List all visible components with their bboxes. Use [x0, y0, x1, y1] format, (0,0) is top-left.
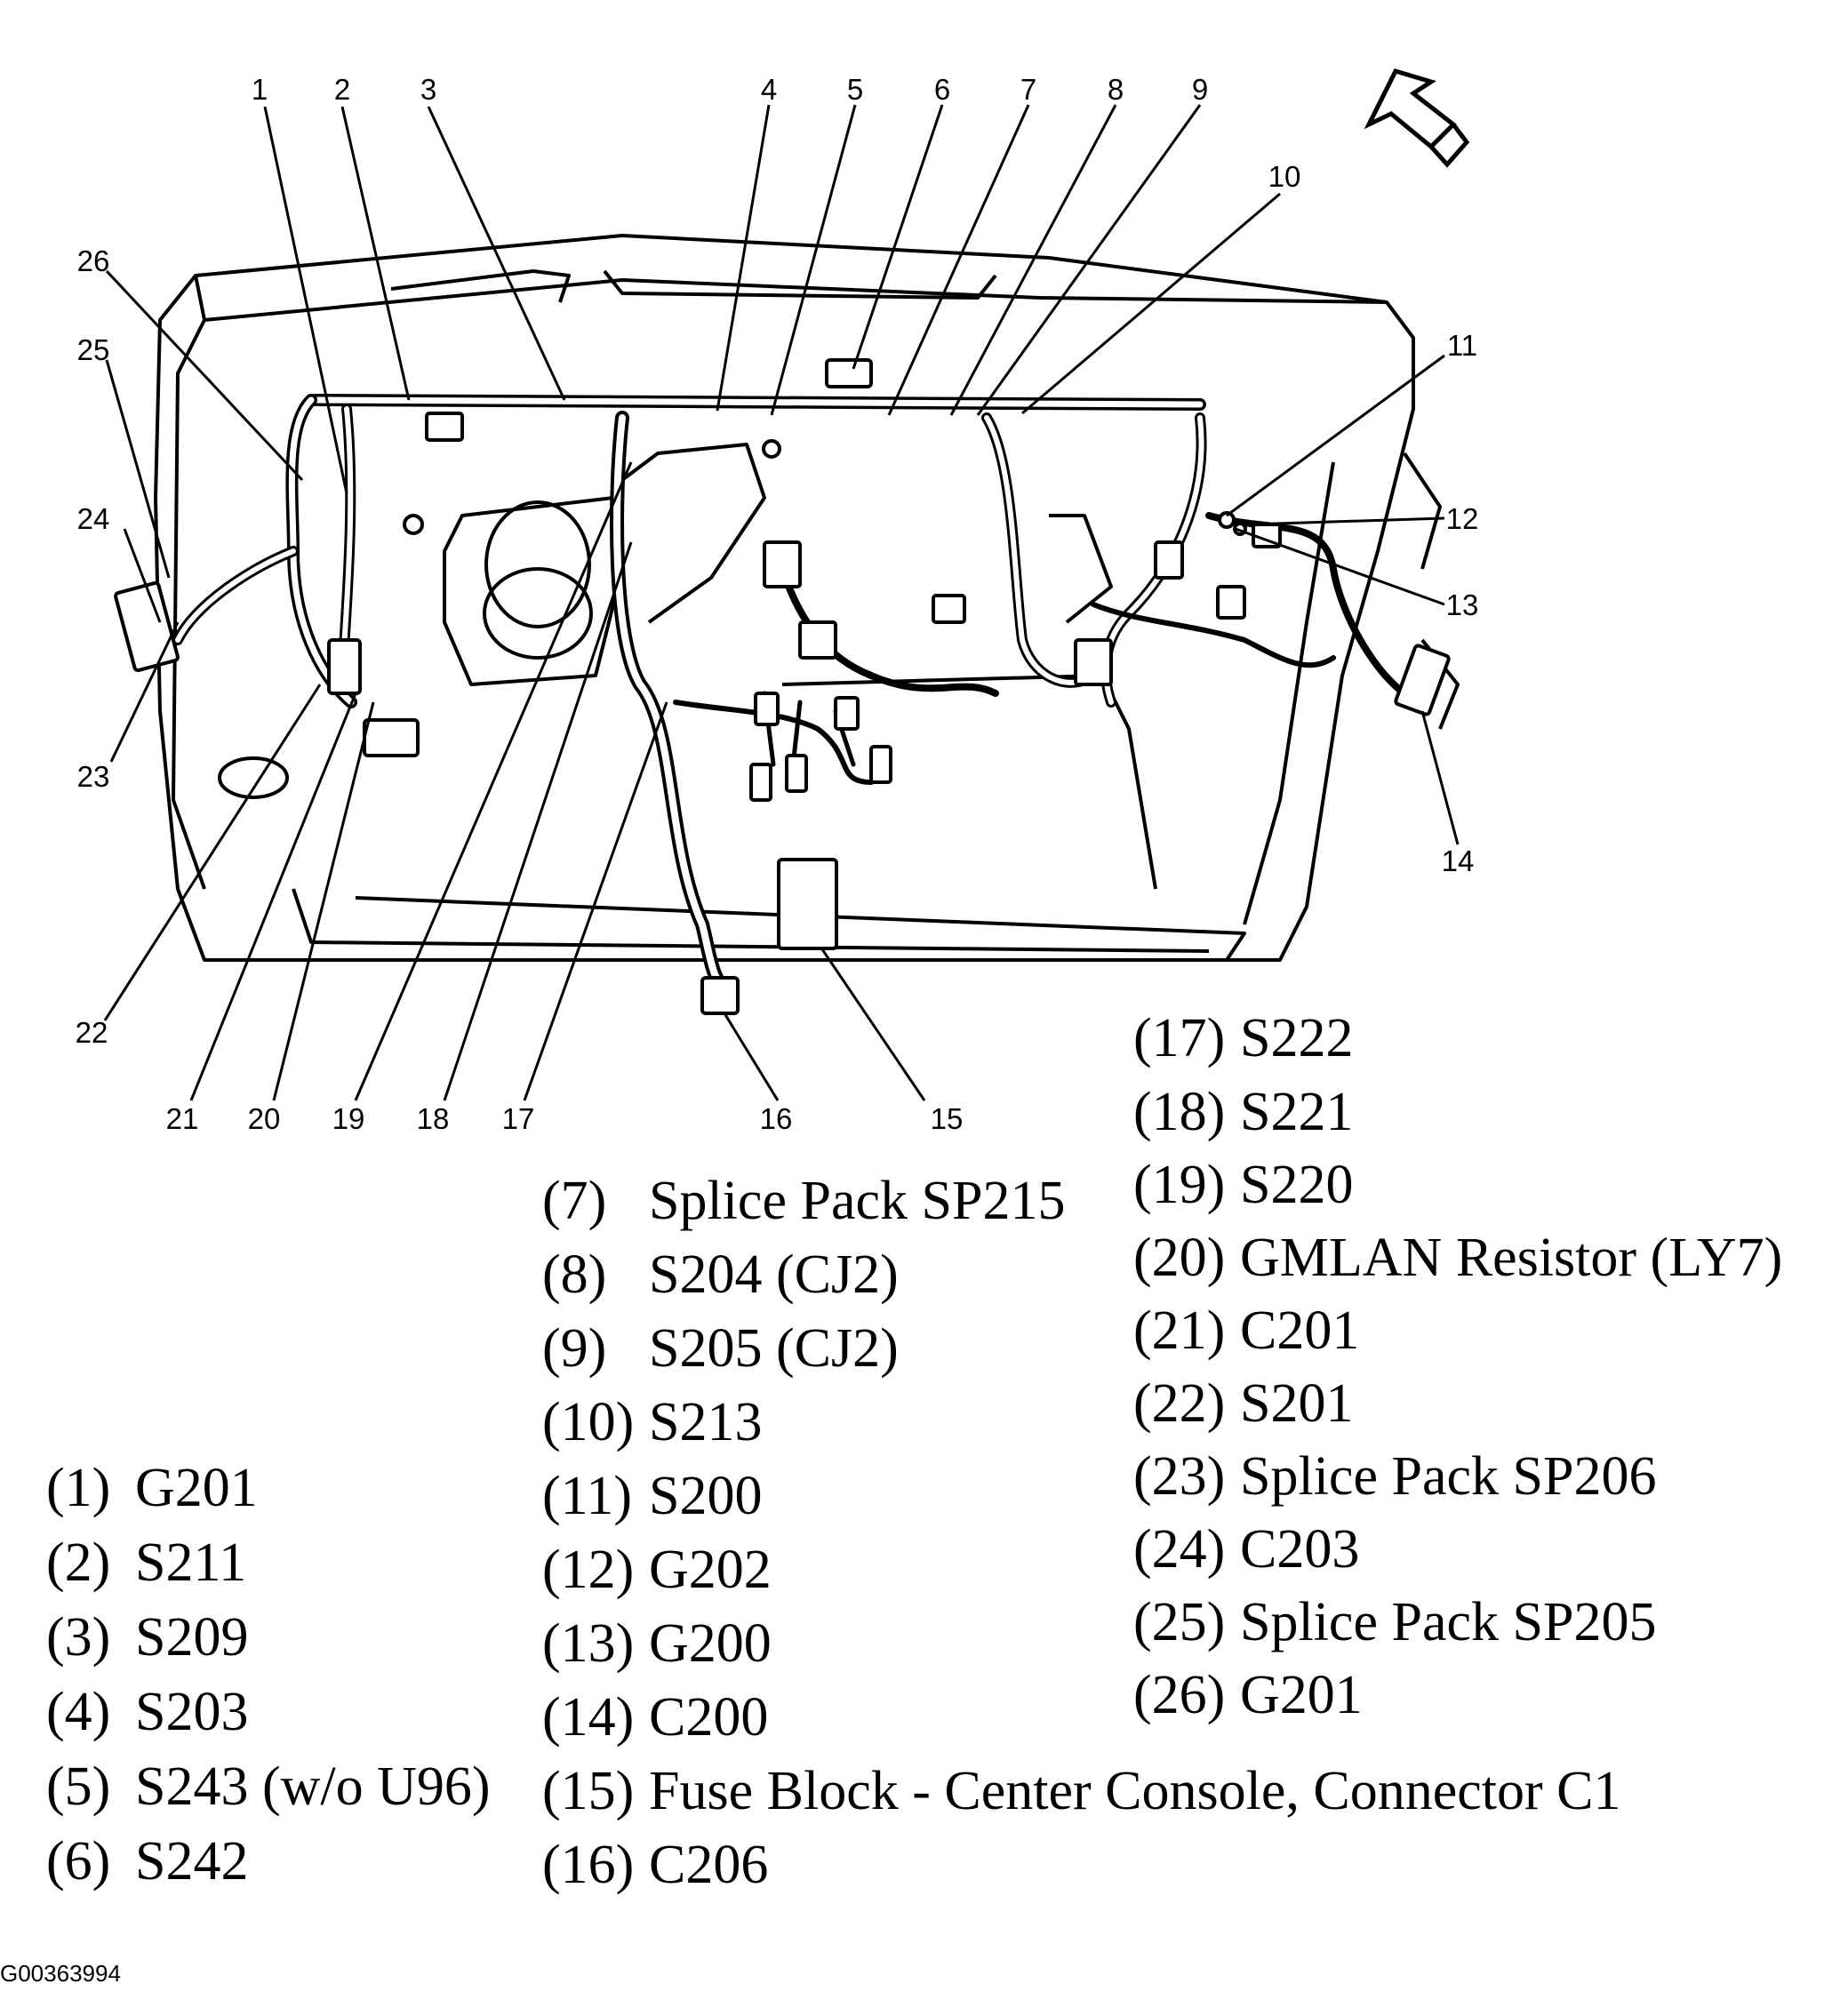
- wiring-harness-diagram: 1 2 3 4 5 6 7 8 9 10 11 12 13 14 15 16 1…: [76, 68, 1479, 1135]
- legend-item: (17)S222: [1133, 1008, 1354, 1068]
- callout-4: 4: [761, 73, 777, 106]
- legend-item: (4)S203: [46, 1682, 249, 1742]
- callout-10: 10: [1268, 160, 1301, 193]
- legend-item: (19)S220: [1133, 1155, 1354, 1215]
- legend-item: (20)GMLAN Resistor (LY7): [1133, 1228, 1783, 1288]
- callout-7: 7: [1020, 73, 1036, 106]
- legend-item: (1)G201: [46, 1458, 258, 1518]
- legend-item: (23)Splice Pack SP206: [1133, 1446, 1657, 1507]
- connectors: [114, 358, 1451, 1015]
- callout-labels: 1 2 3 4 5 6 7 8 9 10 11 12 13 14 15 16 1…: [76, 73, 1479, 1135]
- legend-item: (25)Splice Pack SP205: [1133, 1592, 1657, 1652]
- callout-24: 24: [77, 502, 110, 535]
- callout-23: 23: [77, 760, 110, 793]
- connector-c203: [114, 580, 180, 673]
- callout-16: 16: [760, 1102, 793, 1135]
- callout-22: 22: [76, 1016, 108, 1049]
- legend-item: (8)S204 (CJ2): [542, 1244, 899, 1305]
- legend-item: (9)S205 (CJ2): [542, 1318, 899, 1379]
- callout-3: 3: [420, 73, 436, 106]
- legend-item: (13)G200: [542, 1613, 772, 1674]
- callout-17: 17: [502, 1102, 535, 1135]
- connector-c201: [327, 638, 362, 695]
- direction-arrow-icon: [1364, 68, 1470, 168]
- callout-6: 6: [934, 73, 950, 106]
- callout-1: 1: [252, 73, 268, 106]
- legend-item: (3)S209: [46, 1607, 249, 1668]
- callout-21: 21: [166, 1102, 199, 1135]
- legend-item: (11)S200: [542, 1466, 763, 1526]
- legend-item: (24)C203: [1133, 1519, 1360, 1580]
- callout-20: 20: [248, 1102, 281, 1135]
- connector-c206: [700, 976, 740, 1015]
- callout-11: 11: [1447, 329, 1477, 362]
- callout-25: 25: [77, 333, 110, 366]
- callout-2: 2: [334, 73, 350, 106]
- legend-item: (16)C206: [542, 1835, 769, 1895]
- callout-12: 12: [1446, 502, 1479, 535]
- legend-item: (12)G202: [542, 1540, 772, 1600]
- legend-item: (22)S201: [1133, 1373, 1354, 1434]
- callout-5: 5: [847, 73, 863, 106]
- legend-item: (2)S211: [46, 1532, 247, 1593]
- callout-14: 14: [1442, 844, 1475, 877]
- callout-15: 15: [931, 1102, 964, 1135]
- callout-26: 26: [77, 244, 110, 277]
- leader-lines: [103, 104, 1460, 1101]
- legend-item: (5)S243 (w/o U96): [46, 1756, 491, 1817]
- figure-id: G00363994: [0, 1960, 121, 1987]
- legend-item: (14)C200: [542, 1687, 769, 1748]
- legend-item: (26)G201: [1133, 1665, 1363, 1725]
- legend-item: (10)S213: [542, 1392, 763, 1452]
- legend-item: (15)Fuse Block - Center Console, Connect…: [542, 1761, 1621, 1821]
- callout-8: 8: [1108, 73, 1124, 106]
- callout-13: 13: [1446, 588, 1479, 621]
- callout-19: 19: [332, 1102, 365, 1135]
- connector-c200: [1394, 644, 1451, 716]
- legend-item: (18)S221: [1133, 1082, 1354, 1142]
- legend-item: (21)C201: [1133, 1300, 1360, 1361]
- splice-pack-sp215: [825, 358, 873, 388]
- legend-item: (7)Splice Pack SP215: [542, 1171, 1066, 1231]
- legend-item: (6)S242: [46, 1831, 249, 1892]
- callout-9: 9: [1192, 73, 1208, 106]
- callout-18: 18: [417, 1102, 450, 1135]
- fuse-block-connector: [777, 858, 838, 950]
- gmlan-resistor: [363, 718, 420, 757]
